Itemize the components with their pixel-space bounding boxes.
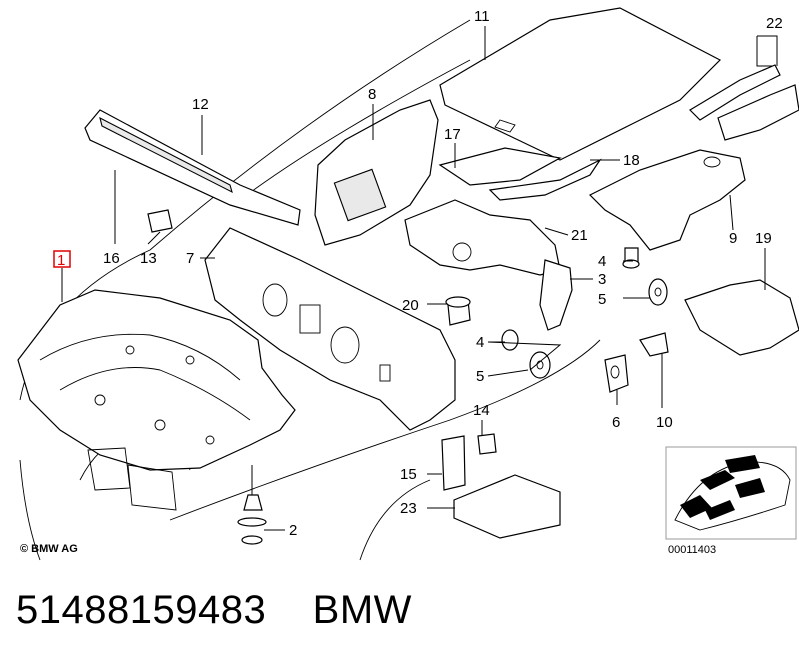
washer-5-center[interactable] (529, 351, 551, 379)
front-grille (87, 447, 177, 511)
callout-21: 21 (571, 227, 588, 244)
part-tunnel-insulation-9[interactable] (588, 149, 746, 251)
callout-1: 1 (57, 252, 65, 269)
part-pad-15[interactable] (441, 435, 466, 491)
part-17-18-pads[interactable] (438, 147, 602, 201)
callout-22: 22 (766, 15, 783, 32)
fastener-4-right[interactable] (622, 247, 640, 269)
thumbnail-overview (665, 446, 797, 540)
part-cowl-seal[interactable] (84, 109, 301, 226)
callout-13: 13 (140, 250, 157, 267)
washer-5-right[interactable] (648, 278, 668, 306)
part-strips-22[interactable] (689, 64, 799, 141)
part-bracket-3[interactable] (539, 259, 573, 331)
part-pad-23[interactable] (453, 474, 561, 539)
callout-20: 20 (402, 297, 419, 314)
callout-4-right: 4 (598, 253, 606, 270)
callout-19: 19 (755, 230, 772, 247)
part-hood-insulation[interactable] (17, 289, 296, 471)
callout-8: 8 (368, 86, 376, 103)
part-bulkhead-insulation[interactable] (204, 227, 456, 431)
part-21-panel[interactable] (404, 199, 561, 276)
part-clip-14[interactable] (477, 433, 497, 455)
leader-lines (61, 26, 778, 531)
reference-number: 00011403 (668, 544, 716, 556)
part-push-clip-2[interactable] (237, 494, 267, 545)
callout-14: 14 (473, 402, 490, 419)
callout-4-center: 4 (476, 334, 484, 351)
callout-18: 18 (623, 152, 640, 169)
callout-23: 23 (400, 500, 417, 517)
part-floor-mat-11[interactable] (439, 7, 722, 161)
callout-3: 3 (598, 271, 606, 288)
part-clip-6[interactable] (604, 354, 629, 393)
callout-5-center: 5 (476, 368, 484, 385)
parts-diagram: 1 16 13 7 12 8 11 22 17 18 9 19 21 4 3 5… (17, 7, 799, 561)
callout-12: 12 (192, 96, 209, 113)
part-bracket-10[interactable] (639, 332, 669, 357)
copyright-text: © BMW AG (20, 543, 78, 555)
callout-6: 6 (612, 414, 620, 431)
fastener-20[interactable] (445, 296, 471, 326)
callout-9: 9 (729, 230, 737, 247)
callout-7: 7 (186, 250, 194, 267)
part-number-footer: 51488159483 BMW (16, 588, 412, 632)
callout-15: 15 (400, 466, 417, 483)
part-floor-panel-19[interactable] (684, 279, 799, 356)
callout-11: 11 (474, 8, 490, 25)
callout-1-highlight-box (53, 250, 71, 268)
callout-10: 10 (656, 414, 673, 431)
callout-labels: 1 16 13 7 12 8 11 22 17 18 9 19 21 4 3 5… (53, 8, 783, 539)
callout-17: 17 (444, 126, 461, 143)
callout-16: 16 (103, 250, 120, 267)
callout-5-right: 5 (598, 291, 606, 308)
part-13-pad[interactable] (147, 209, 173, 233)
callout-2: 2 (289, 522, 297, 539)
fastener-4-center[interactable] (501, 329, 519, 351)
part-side-panel-8[interactable] (314, 99, 439, 246)
